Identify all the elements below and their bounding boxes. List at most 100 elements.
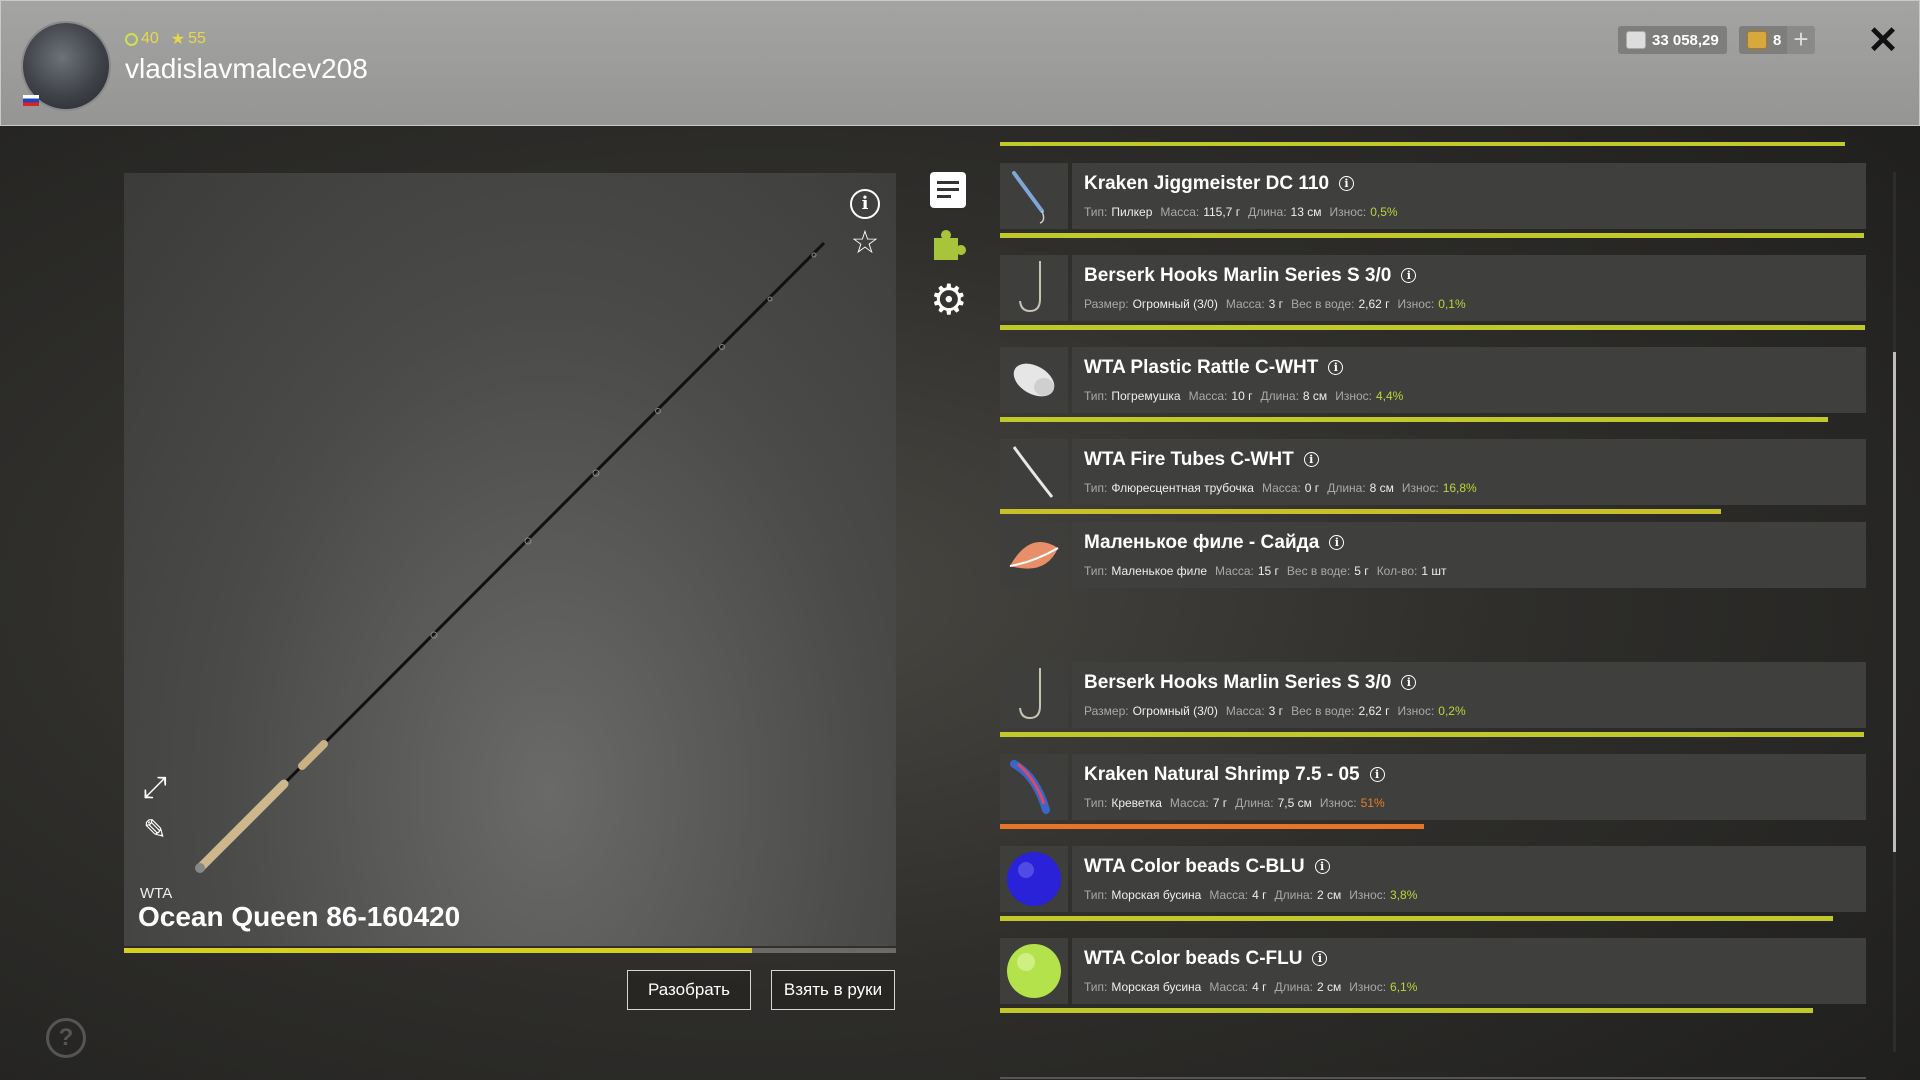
item-title-text: Kraken Natural Shrimp 7.5 - 05 <box>1084 764 1360 785</box>
property-label: Масса: <box>1209 980 1249 994</box>
property-value: 8 см <box>1302 389 1328 403</box>
item-title: WTA Fire Tubes C-WHT i <box>1084 449 1319 471</box>
item-info-icon[interactable]: i <box>1401 675 1417 690</box>
property-label: Тип: <box>1084 796 1108 810</box>
item-info-icon[interactable]: i <box>1339 176 1355 191</box>
wear-label: Износ: <box>1401 481 1439 495</box>
settings-gear-icon[interactable]: ⚙ <box>930 276 968 323</box>
favorite-star-icon[interactable]: ☆ <box>850 224 880 260</box>
bead-green-thumbnail <box>1000 938 1068 1004</box>
silver-value: 33 058,29 <box>1652 31 1719 49</box>
wear-label: Износ: <box>1329 205 1367 219</box>
property-label: Тип: <box>1084 481 1108 495</box>
property-label: Длина: <box>1260 389 1299 403</box>
wear-value: 6,1% <box>1390 980 1418 994</box>
property-value: 2,62 г <box>1358 704 1390 718</box>
rod-preview-panel: i ☆ ⤢ ✎ WTA Ocean Queen 86-160420 <box>124 173 896 946</box>
property-label: Масса: <box>1209 888 1249 902</box>
property-label: Размер: <box>1084 704 1129 718</box>
wear-value: 0,1% <box>1438 297 1466 311</box>
item-info-icon[interactable]: i <box>1303 452 1319 467</box>
item-title-text: WTA Plastic Rattle C-WHT <box>1084 357 1319 378</box>
item-wear-bar <box>1000 1008 1814 1013</box>
rod-brand: WTA <box>140 885 173 902</box>
bead-blue-thumbnail <box>1000 846 1068 912</box>
rename-pen-icon[interactable]: ✎ <box>143 814 167 845</box>
disassemble-button[interactable]: Разобрать <box>627 970 751 1010</box>
property-value: Погремушка <box>1111 389 1181 403</box>
property-label: Вес в воде: <box>1291 297 1355 311</box>
item-info-icon[interactable]: i <box>1312 951 1328 966</box>
item-title-text: WTA Color beads C-BLU <box>1084 856 1305 877</box>
property-value: 10 г <box>1231 389 1253 403</box>
item-title-text: Berserk Hooks Marlin Series S 3/0 <box>1084 265 1392 286</box>
player-stats: 40 ★ 55 <box>125 29 206 49</box>
item-info-icon[interactable]: i <box>1401 268 1417 283</box>
wear-label: Износ: <box>1349 888 1387 902</box>
level-stat: 40 <box>125 30 159 48</box>
wear-value: 0,2% <box>1438 704 1466 718</box>
description-icon[interactable] <box>930 172 966 208</box>
property-value: 8 см <box>1369 481 1394 495</box>
property-value: 3 г <box>1268 704 1284 718</box>
property-label: Кол-во: <box>1376 564 1418 578</box>
item-info-icon[interactable]: i <box>1369 767 1385 782</box>
gold-coin-icon <box>1747 31 1767 49</box>
info-icon[interactable]: i <box>850 189 880 219</box>
wear-value: 0,5% <box>1370 205 1398 219</box>
wear-value: 4,4% <box>1375 389 1404 403</box>
property-value: Огромный (3/0) <box>1132 297 1218 311</box>
jig-thumbnail <box>1000 163 1068 229</box>
property-label: Длина: <box>1274 888 1313 902</box>
property-label: Тип: <box>1084 980 1108 994</box>
close-button[interactable]: ✕ <box>1867 20 1899 62</box>
property-value: Морская бусина <box>1111 980 1202 994</box>
russia-flag-icon <box>23 95 39 106</box>
item-info-icon[interactable]: i <box>1328 360 1344 375</box>
property-value: Огромный (3/0) <box>1132 704 1218 718</box>
equip-button[interactable]: Взять в руки <box>771 970 895 1010</box>
property-value: 4 г <box>1252 980 1267 994</box>
property-label: Длина: <box>1327 481 1366 495</box>
property-value: 2 см <box>1317 980 1342 994</box>
property-value: 2,62 г <box>1358 297 1390 311</box>
item-info-icon[interactable]: i <box>1314 859 1330 874</box>
assembly-puzzle-icon[interactable] <box>930 226 966 262</box>
expand-icon[interactable]: ⤢ <box>143 771 167 804</box>
tube-thumbnail <box>1000 439 1068 505</box>
item-title-text: Kraken Jiggmeister DC 110 <box>1084 173 1330 194</box>
property-value: 5 г <box>1354 564 1369 578</box>
item-title: Kraken Natural Shrimp 7.5 - 05 i <box>1084 764 1385 786</box>
item-info-icon[interactable]: i <box>1329 535 1345 550</box>
item-title-text: WTA Fire Tubes C-WHT <box>1084 449 1294 470</box>
help-icon[interactable]: ? <box>46 1018 86 1058</box>
property-label: Тип: <box>1084 564 1108 578</box>
item-wear-bar <box>1000 325 1866 330</box>
property-value: Флюресцентная трубочка <box>1111 481 1254 495</box>
buy-gold-button[interactable]: + <box>1787 26 1815 54</box>
property-value: 115,7 г <box>1203 205 1241 219</box>
list-scrollbar-thumb[interactable] <box>1893 352 1896 852</box>
silver-currency: 33 058,29 <box>1618 26 1727 54</box>
property-label: Масса: <box>1215 564 1254 578</box>
item-wear-bar <box>1000 732 1865 737</box>
